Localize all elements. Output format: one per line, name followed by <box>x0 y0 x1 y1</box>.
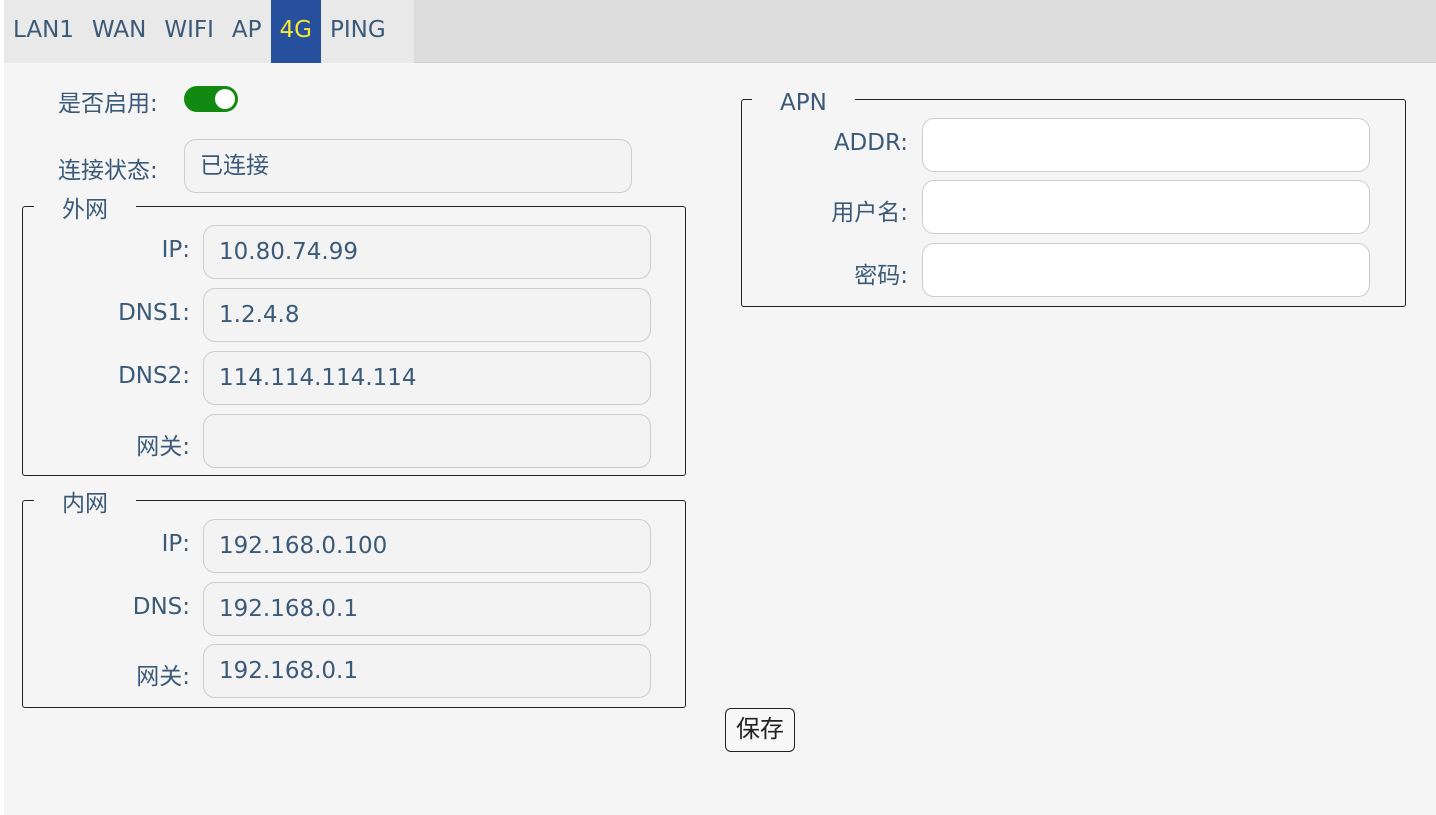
tab-ping[interactable]: PING <box>329 17 386 43</box>
tab-list: LAN1 WAN WIFI AP 4G PING <box>4 0 414 63</box>
lan-legend: 内网 <box>34 490 136 518</box>
enable-toggle[interactable] <box>184 86 238 112</box>
app-root: LAN1 WAN WIFI AP 4G PING 是否启用: 连接状态: 已连接… <box>4 0 1436 815</box>
wan-gateway-field[interactable] <box>203 414 651 468</box>
tab-4g[interactable]: 4G <box>270 0 321 63</box>
lan-dns-label: DNS: <box>132 594 190 620</box>
tab-wan[interactable]: WAN <box>91 17 147 43</box>
apn-password-label: 密码: <box>854 263 908 289</box>
wan-ip-field[interactable]: 10.80.74.99 <box>203 225 651 279</box>
wan-dns1-label: DNS1: <box>118 300 190 326</box>
apn-username-label: 用户名: <box>831 200 908 226</box>
wan-fieldset <box>22 206 686 476</box>
status-field[interactable]: 已连接 <box>184 139 632 193</box>
tab-ap[interactable]: AP <box>231 17 262 43</box>
apn-addr-input[interactable] <box>922 118 1370 172</box>
lan-fieldset <box>22 500 686 708</box>
lan-ip-label: IP: <box>161 531 190 557</box>
tab-wifi[interactable]: WIFI <box>164 17 214 43</box>
lan-gateway-label: 网关: <box>136 664 190 690</box>
wan-ip-label: IP: <box>161 237 190 263</box>
apn-password-input[interactable] <box>922 243 1370 297</box>
lan-dns-field[interactable]: 192.168.0.1 <box>203 582 651 636</box>
tab-bar: LAN1 WAN WIFI AP 4G PING <box>4 0 1436 63</box>
lan-ip-field[interactable]: 192.168.0.100 <box>203 519 651 573</box>
save-button[interactable]: 保存 <box>725 708 795 752</box>
enable-label: 是否启用: <box>58 91 158 117</box>
toggle-knob <box>215 89 235 109</box>
apn-username-input[interactable] <box>922 180 1370 234</box>
tab-lan1[interactable]: LAN1 <box>13 17 74 43</box>
wan-gateway-label: 网关: <box>136 434 190 460</box>
apn-legend: APN <box>752 89 855 117</box>
lan-gateway-field[interactable]: 192.168.0.1 <box>203 644 651 698</box>
wan-dns2-label: DNS2: <box>118 363 190 389</box>
wan-dns1-field[interactable]: 1.2.4.8 <box>203 288 651 342</box>
wan-dns2-field[interactable]: 114.114.114.114 <box>203 351 651 405</box>
wan-legend: 外网 <box>34 196 136 224</box>
apn-addr-label: ADDR: <box>833 130 908 156</box>
apn-fieldset <box>741 99 1406 307</box>
status-label: 连接状态: <box>58 158 158 184</box>
